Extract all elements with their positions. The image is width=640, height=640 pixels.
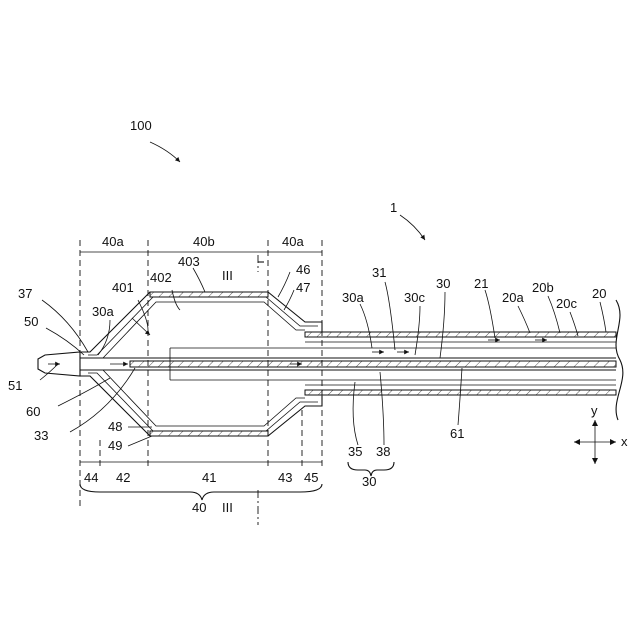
label-40b: 40b [193,234,215,249]
label-44: 44 [84,470,98,485]
label-43: 43 [278,470,292,485]
label-30-bottom: 30 [362,474,376,489]
label-49: 49 [108,438,122,453]
label-60: 60 [26,404,40,419]
label-31: 31 [372,265,386,280]
label-46: 46 [296,262,310,277]
label-48: 48 [108,419,122,434]
label-III-bottom: III [222,500,233,515]
axis-indicator [574,420,616,464]
labels: 100 1 40a 40b 40a 403 402 401 III 46 47 … [8,118,628,515]
label-61: 61 [450,426,464,441]
label-30a-right: 30a [342,290,364,305]
label-41: 41 [202,470,216,485]
label-40a-left: 40a [102,234,124,249]
label-20a: 20a [502,290,524,305]
axis-y-label: y [591,403,598,418]
label-100: 100 [130,118,152,133]
label-20c: 20c [556,296,577,311]
label-38: 38 [376,444,390,459]
flow-arrows [48,318,547,364]
label-III-top: III [222,268,233,283]
label-51: 51 [8,378,22,393]
label-37: 37 [18,286,32,301]
label-50: 50 [24,314,38,329]
label-30a-left: 30a [92,304,114,319]
label-42: 42 [116,470,130,485]
label-47: 47 [296,280,310,295]
label-402: 402 [150,270,172,285]
label-20: 20 [592,286,606,301]
label-40: 40 [192,500,206,515]
label-21: 21 [474,276,488,291]
label-40a-right: 40a [282,234,304,249]
label-20b: 20b [532,280,554,295]
label-35: 35 [348,444,362,459]
label-33: 33 [34,428,48,443]
label-30-top: 30 [436,276,450,291]
axis-x-label: x [621,434,628,449]
label-1: 1 [390,200,397,215]
label-30c: 30c [404,290,425,305]
label-401: 401 [112,280,134,295]
bottom-dimensions [80,410,394,525]
label-403: 403 [178,254,200,269]
inner-shaft-30 [80,348,616,380]
outer-shaft-20 [305,300,623,420]
label-45: 45 [304,470,318,485]
